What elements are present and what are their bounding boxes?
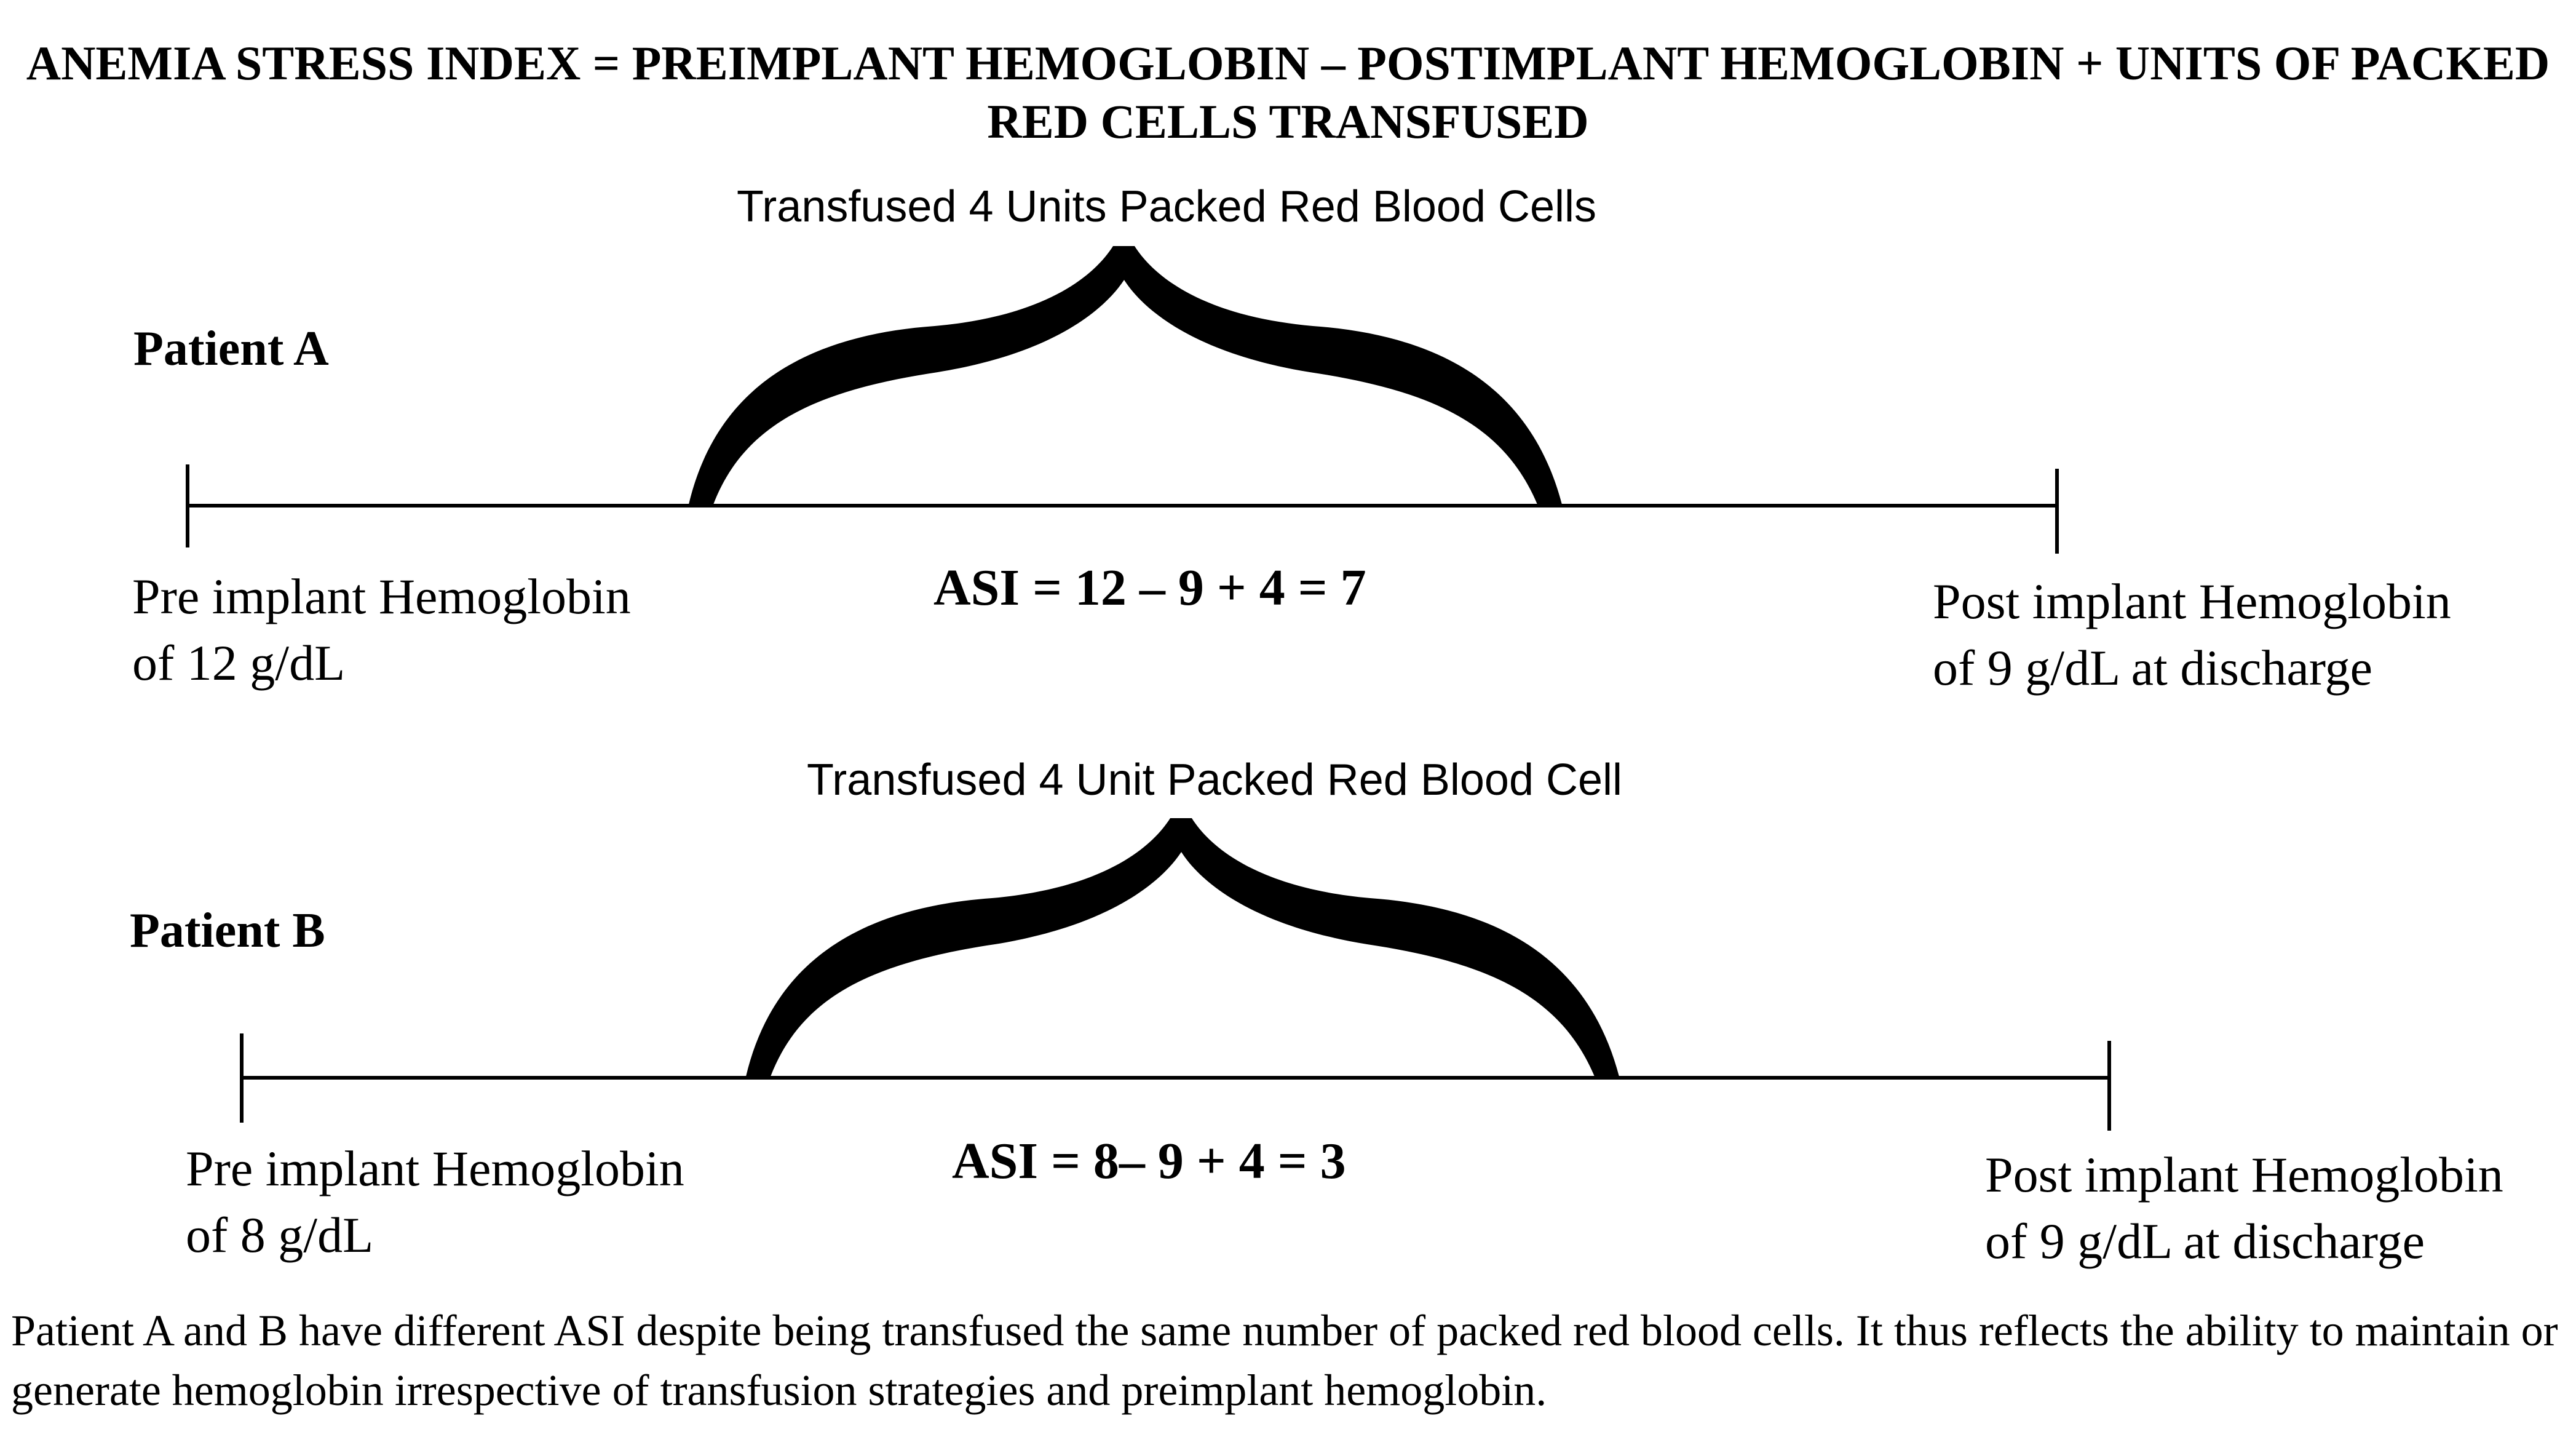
patient-a-timeline [186,246,2059,554]
patient-b-pre-line2: of 8 g/dL [186,1207,374,1263]
patient-a-asi: ASI = 12 – 9 + 4 = 7 [933,559,1366,616]
patient-b-transfusion-label: Transfused 4 Unit Packed Red Blood Cell [807,755,1623,805]
patient-b-pre-line1: Pre implant Hemoglobin [186,1140,684,1196]
patient-a-label: Patient A [133,322,329,376]
patient-a-pre-hemoglobin: Pre implant Hemoglobin of 12 g/dL [132,563,631,696]
patient-b-timeline [240,818,2111,1131]
patient-b-post-hemoglobin: Post implant Hemoglobin of 9 g/dL at dis… [1985,1142,2503,1275]
diagram-title: ANEMIA STRESS INDEX = PREIMPLANT HEMOGLO… [26,36,2550,148]
patient-a-transfusion-brace [689,246,1562,504]
patient-b-label: Patient B [130,904,325,958]
patient-a-post-hemoglobin: Post implant Hemoglobin of 9 g/dL at dis… [1933,568,2451,701]
patient-b-pre-hemoglobin: Pre implant Hemoglobin of 8 g/dL [186,1136,684,1268]
patient-a-pre-line1: Pre implant Hemoglobin [132,568,631,624]
patient-b-post-line1: Post implant Hemoglobin [1985,1147,2503,1203]
patient-b-post-line2: of 9 g/dL at discharge [1985,1213,2425,1269]
patient-a-transfusion-label: Transfused 4 Units Packed Red Blood Cell… [737,182,1597,231]
patient-b-asi: ASI = 8– 9 + 4 = 3 [952,1132,1346,1190]
patient-b-transfusion-brace [746,818,1619,1077]
patient-a-pre-line2: of 12 g/dL [132,635,346,691]
patient-a-post-line1: Post implant Hemoglobin [1933,573,2451,629]
patient-a-post-line2: of 9 g/dL at discharge [1933,640,2373,696]
figure-caption: Patient A and B have different ASI despi… [11,1306,2558,1415]
